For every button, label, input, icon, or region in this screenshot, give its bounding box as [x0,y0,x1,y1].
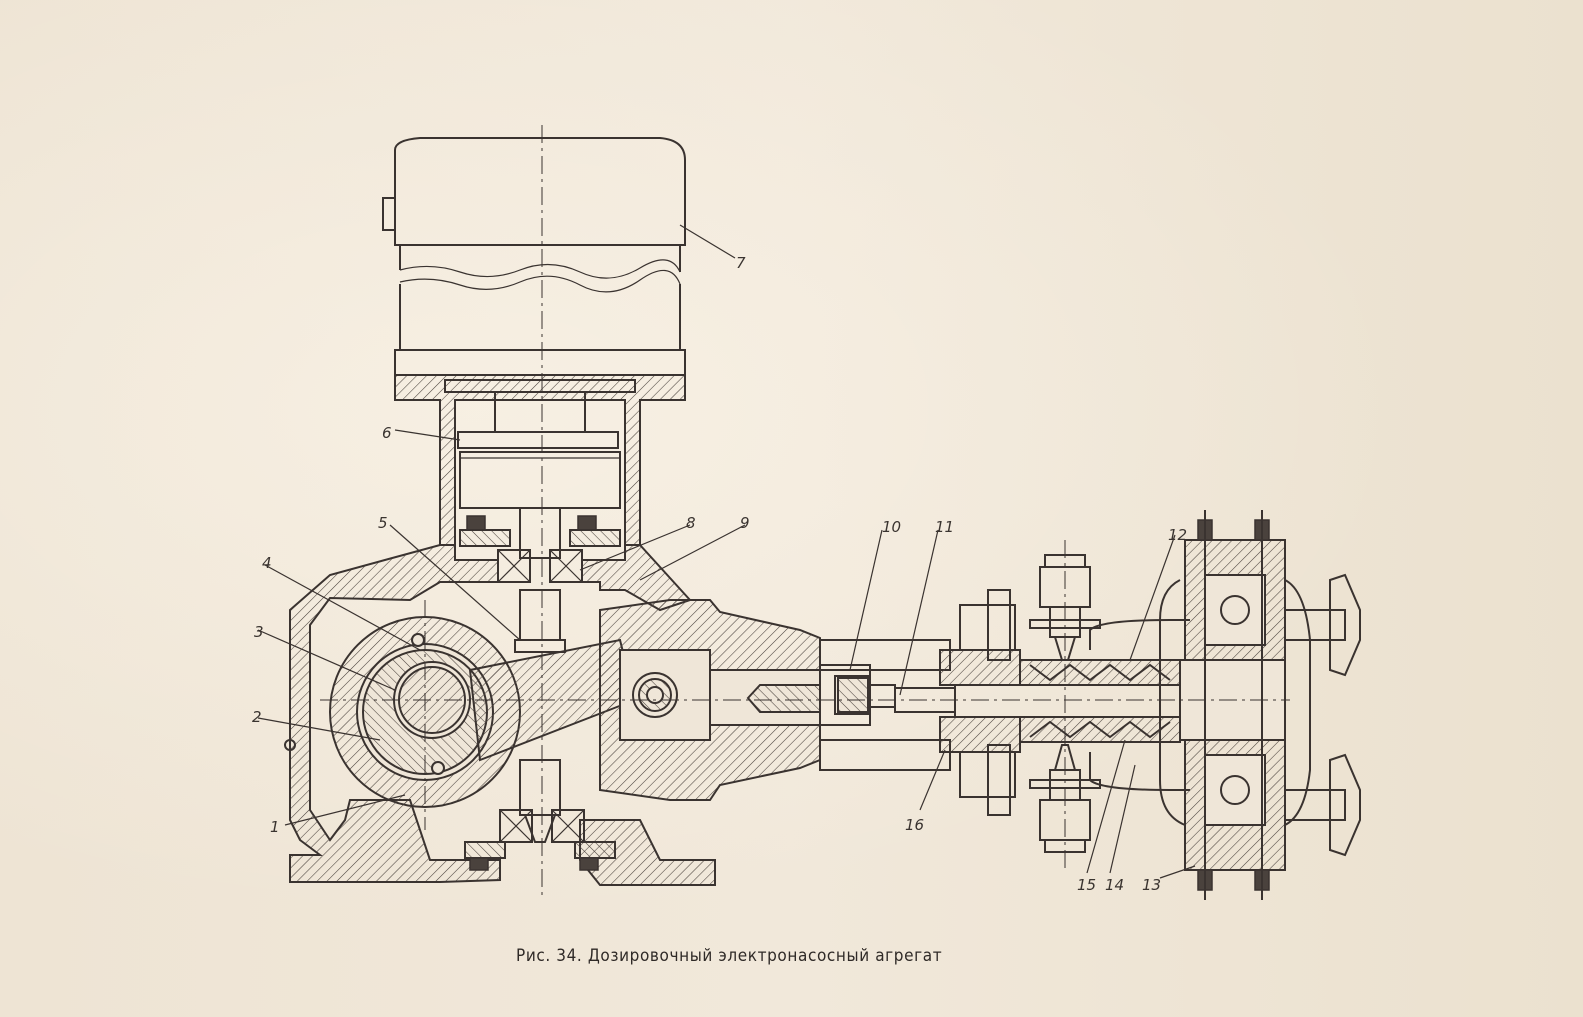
gearbox-casing [284,544,716,886]
callout-labels: 1 2 3 4 5 6 7 8 9 10 11 12 13 14 15 16 [252,254,1187,894]
callout-10: 10 [882,518,901,536]
eccentric-assembly [329,616,637,808]
callout-1: 1 [270,818,280,836]
callout-3: 3 [254,623,264,641]
callout-2: 2 [252,708,262,726]
callout-14: 14 [1105,876,1124,894]
callout-7: 7 [736,254,746,272]
callout-5: 5 [378,514,388,532]
pump-head [1159,510,1361,900]
callout-11: 11 [935,518,954,536]
callout-12: 12 [1168,526,1187,544]
leader-lines [257,224,1196,879]
callout-16: 16 [905,816,924,834]
electric-motor [382,137,686,376]
centerlines [320,125,1290,900]
vertical-shaft [514,589,566,843]
callout-15: 15 [1077,876,1096,894]
stuffing-box [939,589,1190,816]
callout-4: 4 [262,554,272,572]
callout-8: 8 [686,514,696,532]
figure-caption: Рис. 34. Дозировочный электронасосный аг… [516,946,943,966]
callout-6: 6 [382,424,392,442]
callout-9: 9 [740,514,750,532]
callout-13: 13 [1142,876,1161,894]
